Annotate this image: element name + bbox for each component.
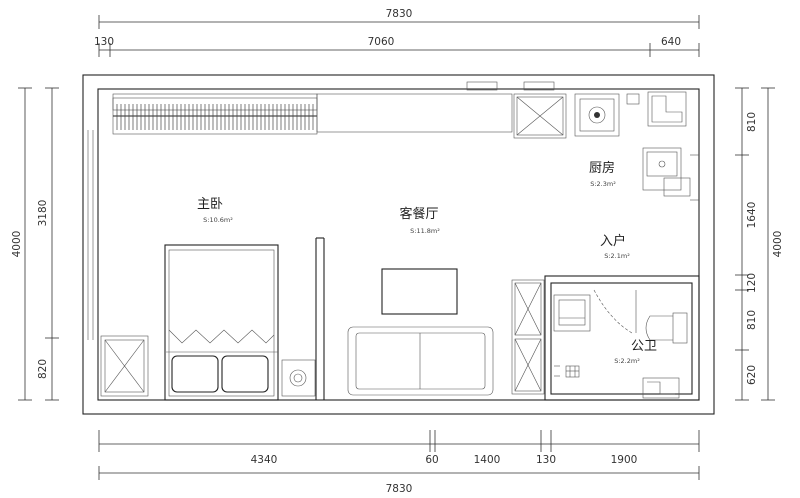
room-name-living-dining: 客餐厅 <box>399 206 438 222</box>
entry-cabinet <box>511 279 545 395</box>
sofa <box>347 326 494 396</box>
dim-top-mid: 7060 <box>368 36 395 48</box>
room-area-entrance: S:2.1m² <box>604 252 630 260</box>
dim-left-total: 4000 <box>11 231 23 258</box>
room-area-kitchen: S:2.3m² <box>590 180 616 188</box>
window-frame-2 <box>523 81 555 91</box>
dim-right-5: 620 <box>746 365 758 385</box>
dim-right-4: 810 <box>746 310 758 330</box>
dim-right-1: 810 <box>746 112 758 132</box>
dim-bottom-2: 60 <box>425 454 438 466</box>
walls <box>82 74 715 415</box>
kitchen-small-box <box>626 93 640 105</box>
bedside-cabinet <box>100 335 149 397</box>
dim-right-3: 120 <box>746 273 758 293</box>
room-area-master-bedroom: S:10.6m² <box>203 216 233 224</box>
room-name-entrance: 入户 <box>600 233 626 249</box>
dim-bottom-3: 1400 <box>474 454 501 466</box>
coffee-table <box>381 268 458 315</box>
toilet-icon <box>645 312 688 344</box>
floor-drain-icon <box>554 365 580 378</box>
room-name-master-bedroom: 主卧 <box>197 197 223 212</box>
dim-bottom-total: 7830 <box>386 483 413 495</box>
kitchen-cabinet <box>513 93 567 139</box>
room-name-bathroom: 公卫 <box>631 339 657 354</box>
fridge-icon <box>647 91 687 127</box>
bathroom-door-swing <box>593 289 633 334</box>
kitchen-sink-icon <box>642 147 691 197</box>
dim-left-upper: 3180 <box>37 200 49 227</box>
stove-icon <box>574 93 620 137</box>
room-name-kitchen: 厨房 <box>589 160 615 176</box>
room-area-bathroom: S:2.2m² <box>614 357 640 365</box>
dim-right-2: 1640 <box>746 202 758 229</box>
dim-top-right: 640 <box>661 36 681 48</box>
washbasin-icon <box>553 294 591 332</box>
dim-right-total: 4000 <box>772 231 784 258</box>
dim-top-small: 130 <box>94 36 114 48</box>
dim-left-lower: 820 <box>37 359 49 379</box>
window-sill <box>316 93 513 133</box>
dim-top-total: 7830 <box>386 8 413 20</box>
dim-bottom-1: 4340 <box>251 454 278 466</box>
dim-bottom-5: 1900 <box>611 454 638 466</box>
dimension-lines <box>18 15 775 480</box>
window-frame-1 <box>466 81 498 91</box>
shower-icon <box>642 377 680 399</box>
wardrobe <box>112 93 318 135</box>
washing-machine-icon <box>281 359 316 397</box>
dim-bottom-4: 130 <box>536 454 556 466</box>
room-area-living-dining: S:11.8m² <box>410 227 440 235</box>
bed <box>164 244 279 401</box>
